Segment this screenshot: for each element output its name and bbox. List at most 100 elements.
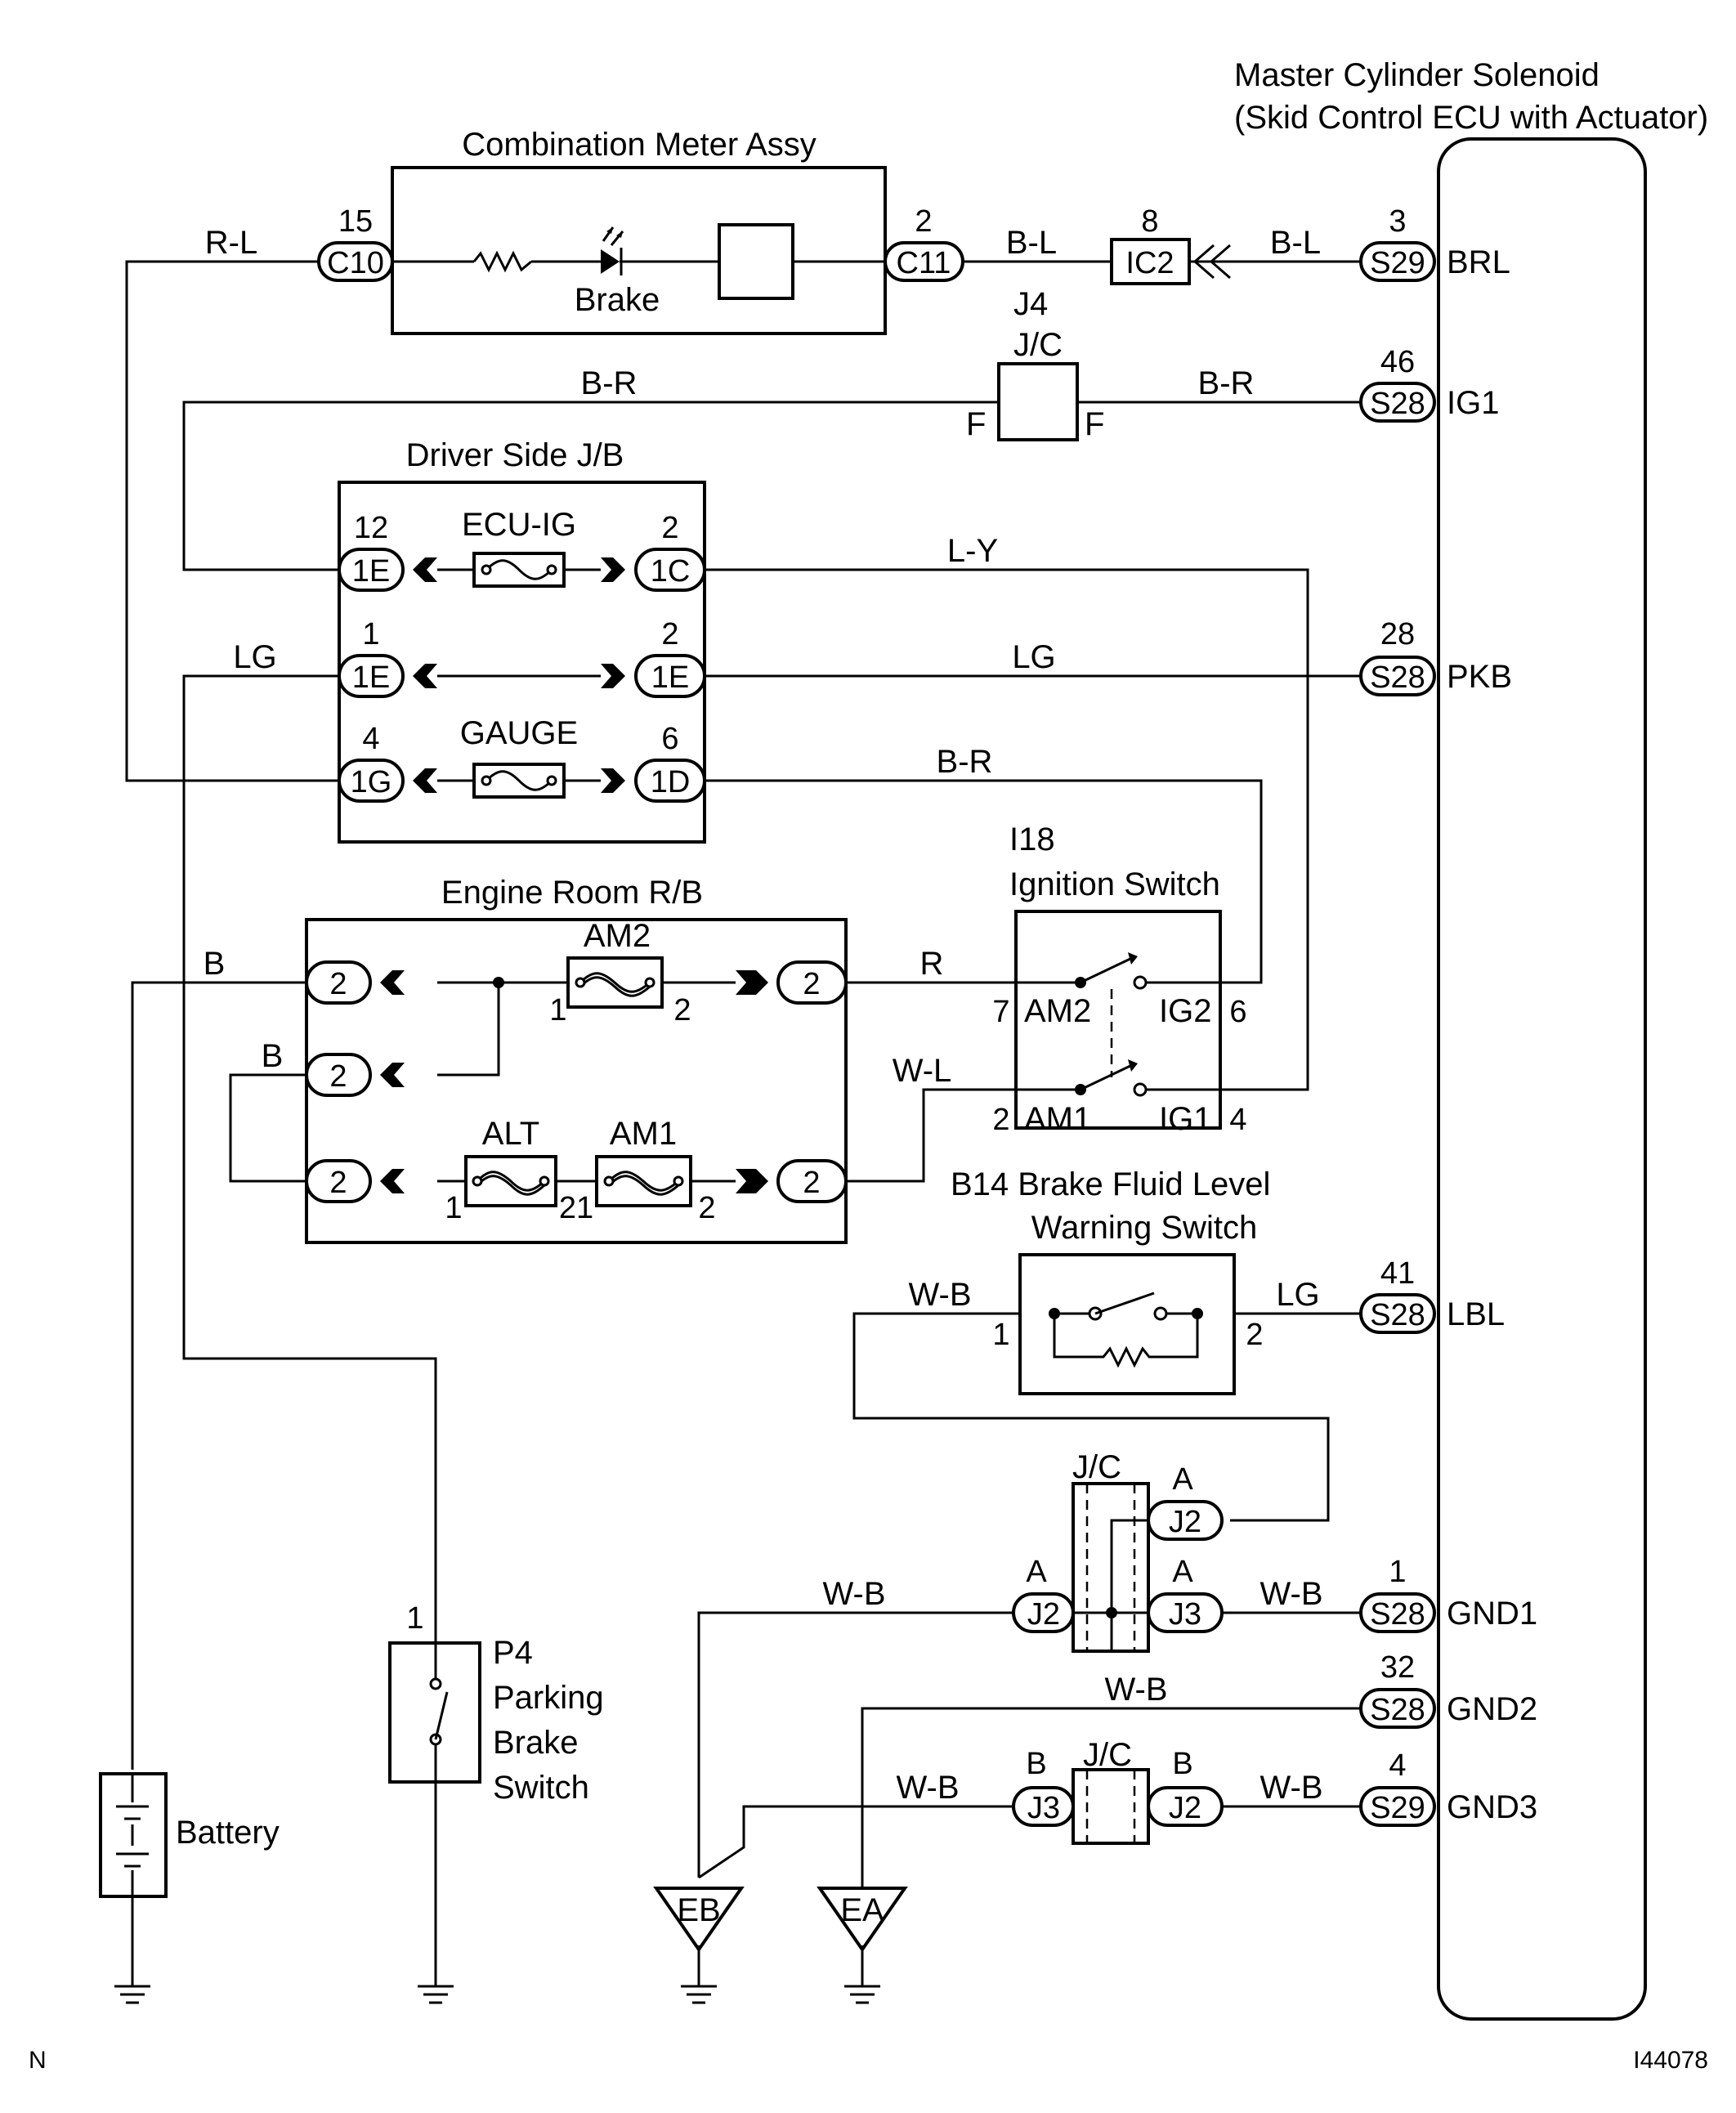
- pin-gnd3: 4: [1389, 1748, 1406, 1783]
- wires: [125, 260, 1361, 1986]
- connector-1e-top: [338, 548, 405, 592]
- brake-fluid-title-2: Warning Switch: [1031, 1210, 1257, 1246]
- connector-j2-top-label: J2: [1169, 1505, 1201, 1539]
- pin-j2-top: A: [1172, 1462, 1193, 1497]
- wire-label-b-1: B: [204, 946, 226, 982]
- wire-ly: [705, 568, 1309, 1091]
- pin-am1-2: 2: [698, 1191, 715, 1225]
- connector-s28-ig1-label: S28: [1370, 387, 1425, 421]
- pin-1e-top: 12: [354, 511, 388, 545]
- pin-1g: 4: [362, 722, 379, 756]
- jc-top-right-pin: F: [1085, 406, 1104, 442]
- pin-c10: 15: [338, 204, 373, 239]
- wire-wb-j2-left: [697, 1611, 1013, 1878]
- connector-j2-top: [1147, 1500, 1224, 1541]
- meter-internals: [472, 226, 624, 275]
- parking-line2: Brake: [493, 1725, 579, 1761]
- connector-rb-left-3-label: 2: [329, 1166, 347, 1200]
- chevron-1g: [413, 768, 437, 793]
- pin-ig1: 46: [1380, 345, 1415, 379]
- master-cylinder-title: Master Cylinder Solenoid: [1234, 57, 1600, 93]
- terminal-gnd2: GND2: [1447, 1691, 1537, 1727]
- connector-rb-right-2: [776, 1159, 848, 1203]
- wire-label-lg-3: LG: [1276, 1277, 1319, 1313]
- connector-1e-right: [634, 654, 706, 698]
- combination-meter-box: [391, 166, 887, 335]
- pin-ig-4: 4: [1229, 1103, 1246, 1137]
- pin-alt-1: 1: [445, 1191, 462, 1225]
- connector-j3-bottom: [1012, 1786, 1075, 1827]
- pin-1e-left: 1: [362, 617, 379, 651]
- pin-lbl: 41: [1380, 1256, 1415, 1291]
- connector-j3-bottom-label: J3: [1027, 1791, 1060, 1825]
- pin-ic2: 8: [1141, 204, 1158, 239]
- ground-icon-ea: [844, 1985, 880, 2004]
- footer-left: N: [29, 2047, 47, 2074]
- wire-label-bl-1: B-L: [1006, 225, 1057, 261]
- parking-line3: Switch: [493, 1770, 589, 1806]
- combination-meter-title: Combination Meter Assy: [462, 127, 817, 163]
- wire-rl: [125, 260, 339, 782]
- chevron-rb-right-1: [736, 970, 768, 995]
- wire-label-wb-4: W-B: [1104, 1672, 1167, 1708]
- connector-s28-ig1: [1359, 382, 1436, 423]
- battery-label: Battery: [176, 1815, 280, 1851]
- pin-j3-bottom: B: [1026, 1747, 1046, 1781]
- terminal-gnd1: GND1: [1447, 1596, 1537, 1632]
- wire-b-loop: [229, 1073, 306, 1183]
- fuse-alt: [464, 1155, 557, 1207]
- connector-rb-right-1-label: 2: [803, 967, 820, 1001]
- connector-j3-right: [1147, 1592, 1224, 1633]
- parking-line1: Parking: [493, 1680, 604, 1716]
- connector-s28-lbl-label: S28: [1370, 1298, 1425, 1332]
- am2-fuse-label: AM2: [584, 918, 651, 954]
- meter-square: [718, 223, 794, 300]
- pin-1e-right: 2: [661, 617, 678, 651]
- ground-icon-eb: [681, 1985, 717, 2004]
- ground-eb-label: EB: [677, 1892, 720, 1928]
- ignition-switch-box: [1014, 910, 1222, 1130]
- wire-label-wl: W-L: [893, 1053, 952, 1089]
- brake-fluid-title-1: B14 Brake Fluid Level: [951, 1166, 1270, 1202]
- pin-am2-2: 2: [673, 993, 691, 1027]
- wire-label-br-1: B-R: [581, 365, 638, 401]
- wire-label-r: R: [920, 946, 944, 982]
- connector-rb-right-1: [776, 960, 848, 1005]
- jc-internal: [1073, 1484, 1148, 1843]
- chevron-ic2: [1192, 244, 1231, 280]
- fuse-am1: [595, 1155, 692, 1207]
- connector-chevrons: [380, 244, 1231, 1193]
- wire-b-battery: [131, 981, 306, 1770]
- chevron-rb-left-1: [380, 970, 405, 995]
- connector-ovals: C10 C11 IC2 S29 S28 S28 S28 S28 S28 S29 …: [305, 238, 1436, 1827]
- pin-am2-1: 1: [549, 993, 566, 1027]
- pin-alt-am1: 21: [559, 1191, 593, 1225]
- fuse-gauge: [472, 763, 566, 799]
- wire-label-wb-3: W-B: [1259, 1576, 1322, 1612]
- pin-gnd2: 32: [1380, 1650, 1415, 1685]
- chevron-1e-left: [413, 664, 437, 688]
- jc-top-label: J/C: [1013, 327, 1063, 363]
- wire-label-lg-2: LG: [1012, 639, 1055, 675]
- wire-br-top: [182, 401, 1361, 571]
- pin-fluid-1: 1: [992, 1318, 1009, 1352]
- connector-s29-gnd3-label: S29: [1370, 1791, 1425, 1825]
- jc-top-left-pin: F: [966, 406, 986, 442]
- component-labels: Combination Meter Assy Brake Master Cyli…: [176, 57, 1708, 1851]
- chevron-1d: [601, 768, 625, 793]
- connector-rb-left-1-label: 2: [329, 967, 347, 1001]
- connector-rb-left-1: [305, 960, 372, 1005]
- fuse-am2: [566, 956, 664, 1009]
- pin-j3-right: A: [1172, 1555, 1193, 1589]
- wire-label-wb-2: W-B: [822, 1576, 885, 1612]
- ig-am2-label: AM2: [1024, 993, 1091, 1029]
- wire-wb-j3-left: [698, 1805, 1013, 1879]
- ground-ea-triangle: [817, 1887, 908, 1953]
- pin-ig-6: 6: [1229, 995, 1246, 1029]
- wire-wb-gnd2: [861, 1707, 1361, 1888]
- brake-fluid-resistor: [1053, 1314, 1199, 1368]
- wire-label-b-2: B: [262, 1038, 284, 1074]
- connector-c10-label: C10: [327, 246, 384, 280]
- pin-ig-2: 2: [992, 1103, 1009, 1137]
- connector-1g: [338, 759, 405, 803]
